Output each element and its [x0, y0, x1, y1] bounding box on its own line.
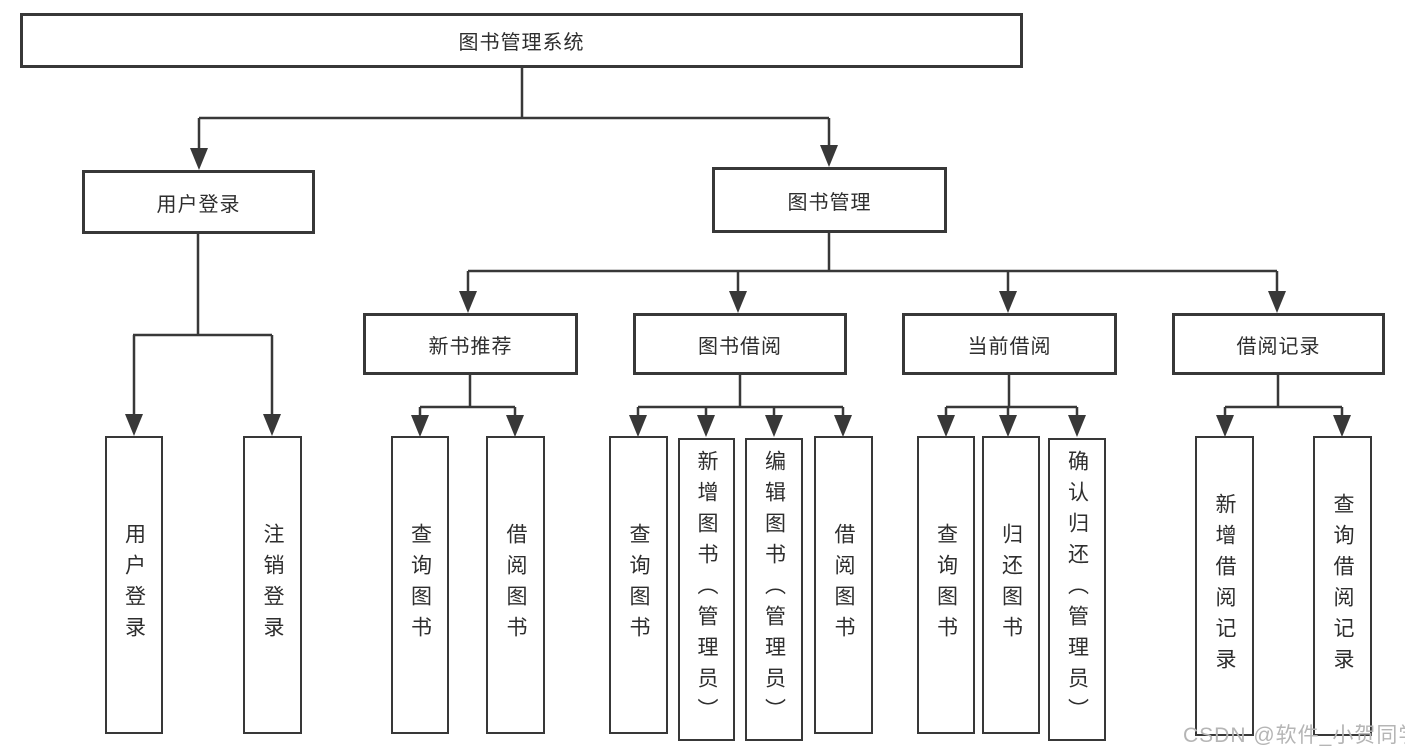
- watermark: CSDN @软件_小贺同学: [1183, 724, 1405, 747]
- leaf-query-books-current: 查询图书: [917, 436, 975, 734]
- leaf-add-books-admin: 新增图书（管理员）: [678, 438, 735, 741]
- leaf-query-books-recommend: 查询图书: [391, 436, 449, 734]
- leaf-logout: 注销登录: [243, 436, 302, 734]
- node-book-management: 图书管理: [712, 167, 947, 233]
- node-borrow-records: 借阅记录: [1172, 313, 1385, 375]
- node-new-book-recommend: 新书推荐: [363, 313, 578, 375]
- leaf-confirm-return-admin: 确认归还（管理员）: [1048, 438, 1106, 741]
- leaf-borrow-books-recommend: 借阅图书: [486, 436, 545, 734]
- leaf-query-books-borrowing: 查询图书: [609, 436, 668, 734]
- node-user-login: 用户登录: [82, 170, 315, 234]
- leaf-add-borrow-record: 新增借阅记录: [1195, 436, 1254, 736]
- leaf-edit-books-admin: 编辑图书（管理员）: [745, 438, 803, 741]
- leaf-query-borrow-record: 查询借阅记录: [1313, 436, 1372, 736]
- leaf-borrow-books-borrowing: 借阅图书: [814, 436, 873, 734]
- node-root-library-system: 图书管理系统: [20, 13, 1023, 68]
- arrowheads: [125, 145, 1351, 437]
- node-book-borrowing: 图书借阅: [633, 313, 847, 375]
- node-current-borrowing: 当前借阅: [902, 313, 1117, 375]
- leaf-user-login: 用户登录: [105, 436, 163, 734]
- leaf-return-books: 归还图书: [982, 436, 1040, 734]
